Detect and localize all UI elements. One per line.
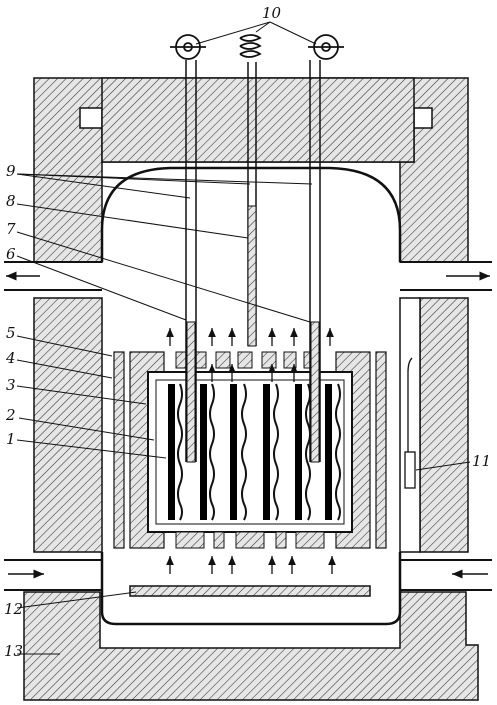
label-10: 10 — [262, 4, 282, 22]
flow-arrows-up-bottom — [166, 556, 336, 574]
instrument-detector — [404, 451, 416, 489]
label-6: 6 — [6, 245, 16, 263]
label-9: 9 — [6, 162, 16, 180]
right-channel — [399, 297, 421, 553]
label-1: 1 — [6, 430, 16, 448]
label-3: 3 — [6, 376, 16, 394]
label-5: 5 — [6, 324, 16, 342]
bottom-shield — [23, 591, 479, 701]
vessel-dome — [100, 166, 402, 262]
label-4: 4 — [5, 349, 16, 367]
outer-reflector-left — [113, 351, 125, 549]
label-13: 13 — [4, 642, 23, 660]
fuel-elements — [168, 384, 332, 520]
upper-grid — [175, 351, 317, 369]
flow-arrows-up-top — [166, 328, 334, 382]
absorber-sections — [186, 205, 320, 463]
label-10-leaders — [195, 21, 317, 45]
vessel-bottom — [100, 552, 402, 626]
right-wall — [419, 297, 469, 553]
label-11: 11 — [472, 452, 491, 470]
outer-reflector-right — [375, 351, 387, 549]
label-8: 8 — [6, 192, 16, 210]
label-12: 12 — [4, 600, 23, 618]
upper-plug — [101, 77, 415, 163]
left-wall — [33, 297, 103, 553]
bottom-plate — [129, 585, 371, 597]
label-2: 2 — [5, 406, 16, 424]
instrument-line — [407, 357, 413, 452]
fuel-wavy-boundaries — [177, 383, 341, 521]
leader-lines — [16, 173, 471, 655]
rod-drives — [170, 34, 344, 60]
label-7: 7 — [6, 220, 16, 238]
lower-grid — [175, 531, 325, 549]
